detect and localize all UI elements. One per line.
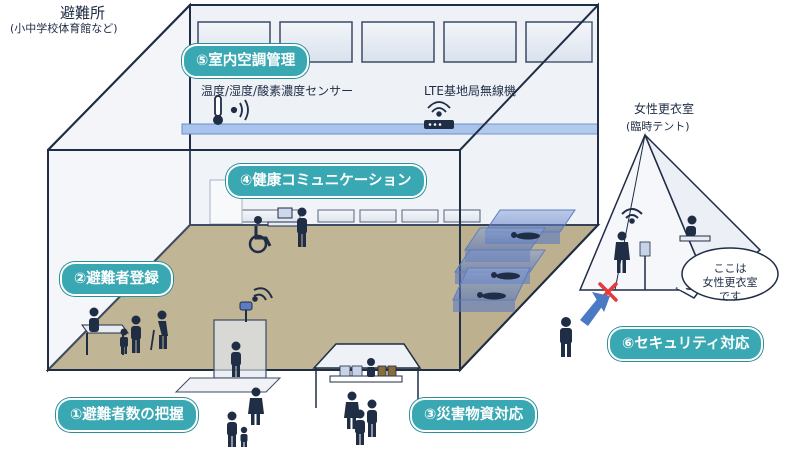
- roof-edge: [47, 4, 191, 151]
- tent-title: 女性更衣室: [634, 102, 695, 116]
- page-title: 避難所: [60, 4, 106, 22]
- lte-label: LTE基地局無線機: [424, 84, 516, 98]
- elder-with-cane-icon: [150, 310, 168, 351]
- bubble-text: ここは 女性更衣室 です: [688, 262, 772, 304]
- counting-gate: [174, 287, 282, 393]
- camera-icon: [239, 301, 253, 311]
- bubble-line-3: です: [719, 290, 741, 303]
- person-icon: [367, 399, 377, 437]
- thermometer-icon: [213, 95, 223, 125]
- callout-aircon: ⑤室内空調管理: [182, 44, 310, 78]
- person-icon: [560, 317, 572, 357]
- arriving-people: [227, 387, 264, 447]
- bubble-line-2: 女性更衣室: [702, 276, 758, 289]
- wifi-icon: [252, 287, 273, 302]
- callout-security: ⑥セキュリティ対応: [608, 327, 764, 361]
- bubble-line-1: ここは: [713, 262, 747, 275]
- health-scene: [248, 207, 307, 254]
- person-icon: [355, 409, 365, 445]
- tent-subtitle: (臨時テント): [626, 120, 690, 133]
- lte-router-icon: [424, 101, 454, 129]
- person-icon: [679, 215, 711, 242]
- speech-bubble: [675, 247, 779, 301]
- sensor-label: 温度/湿度/酸素濃度センサー: [201, 84, 354, 98]
- person-icon: [367, 358, 375, 377]
- person-icon: [227, 411, 237, 447]
- windows: [197, 21, 593, 223]
- person-icon: [297, 207, 307, 247]
- arrow-icon: [580, 292, 610, 326]
- callout-supplies: ③災害物資対応: [410, 398, 538, 432]
- child-icon: [120, 328, 128, 354]
- person-icon: [131, 315, 141, 353]
- callout-health: ④健康コミュニケーション: [226, 164, 426, 198]
- person-icon: [89, 307, 99, 332]
- wheelchair-icon: [248, 216, 272, 254]
- bed-area: [452, 209, 576, 312]
- callout-registration: ②避難者登録: [60, 262, 173, 296]
- desk: [267, 221, 299, 227]
- person-icon: [614, 231, 630, 273]
- person-icon: [231, 341, 241, 377]
- page-subtitle: (小中学校体育館など): [10, 22, 118, 35]
- wifi-icon: [621, 208, 643, 224]
- supply-tent: [312, 343, 422, 445]
- person-icon: [248, 387, 264, 425]
- child-icon: [240, 426, 248, 447]
- registration-scene: [81, 307, 168, 355]
- callout-headcount: ①避難者数の把握: [56, 398, 198, 432]
- sensor-signal-icon: [230, 99, 249, 121]
